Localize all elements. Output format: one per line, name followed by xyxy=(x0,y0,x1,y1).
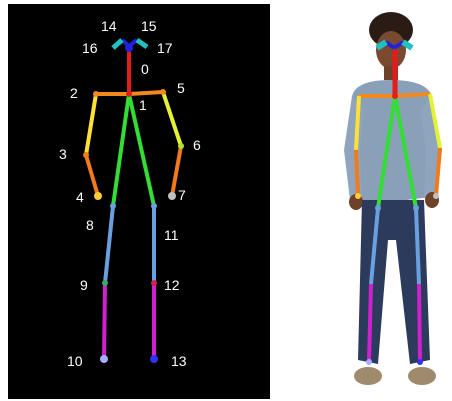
keypoint-label-13: 13 xyxy=(171,353,187,369)
limb-ear-right xyxy=(137,40,147,47)
keypoint-6 xyxy=(178,143,184,149)
keypoint-label-12: 12 xyxy=(164,277,180,293)
keypoint-5 xyxy=(160,89,166,95)
keypoint-13 xyxy=(150,355,158,363)
limb-forearm-right xyxy=(86,155,98,196)
person-shoe-left xyxy=(408,367,436,385)
overlay-limb-shoulder-left xyxy=(395,94,430,96)
keypoint-label-1: 1 xyxy=(139,97,147,113)
person-face xyxy=(376,31,406,69)
limb-shin-right xyxy=(104,283,105,359)
skeleton-left: 14 15 16 17 0 2 1 5 3 6 4 7 8 11 9 12 10… xyxy=(59,18,201,369)
keypoint-10 xyxy=(100,355,108,363)
keypoint-label-11: 11 xyxy=(164,227,179,243)
limb-shoulder-left xyxy=(129,92,163,94)
keypoint-label-14: 14 xyxy=(101,18,117,34)
keypoint-0 xyxy=(125,44,133,52)
overlay-limb-forearm-right xyxy=(356,150,358,196)
keypoint-11 xyxy=(151,203,157,209)
keypoint-1 xyxy=(126,91,132,97)
overlay-keypoint-11 xyxy=(413,205,419,211)
overlay-keypoint-4 xyxy=(355,193,361,199)
keypoint-label-2: 2 xyxy=(70,85,78,101)
keypoint-label-16: 16 xyxy=(82,40,98,56)
overlay-keypoint-1 xyxy=(392,93,398,99)
overlay-limb-shin-right xyxy=(369,284,371,362)
keypoint-label-0: 0 xyxy=(141,61,149,77)
keypoint-label-8: 8 xyxy=(86,217,94,233)
overlay-keypoint-8 xyxy=(375,205,381,211)
overlay-limb-shin-left xyxy=(419,284,420,362)
limb-torso-right xyxy=(113,94,129,206)
keypoint-2 xyxy=(93,91,99,97)
keypoint-label-9: 9 xyxy=(80,277,88,293)
limb-upper-arm-right xyxy=(86,94,96,155)
keypoint-7 xyxy=(168,192,176,200)
keypoint-label-3: 3 xyxy=(59,146,67,162)
keypoint-label-6: 6 xyxy=(193,137,201,153)
keypoint-label-10: 10 xyxy=(67,353,83,369)
keypoint-4 xyxy=(94,192,102,200)
keypoint-label-5: 5 xyxy=(177,80,185,96)
overlay-keypoint-10 xyxy=(366,359,372,365)
keypoint-8 xyxy=(110,203,116,209)
overlay-keypoint-13 xyxy=(417,359,423,365)
keypoint-label-7: 7 xyxy=(178,187,186,203)
keypoint-label-15: 15 xyxy=(141,18,157,34)
keypoint-3 xyxy=(83,152,89,158)
keypoint-9 xyxy=(102,280,108,286)
limb-upper-arm-left xyxy=(163,92,181,146)
limb-ear-left xyxy=(113,40,122,48)
person-shoe-right xyxy=(354,367,382,385)
overlay-keypoint-7 xyxy=(433,193,439,199)
keypoint-12 xyxy=(151,280,157,286)
limb-thigh-right xyxy=(105,206,113,283)
keypoint-label-4: 4 xyxy=(76,189,84,205)
keypoint-label-17: 17 xyxy=(157,40,173,56)
